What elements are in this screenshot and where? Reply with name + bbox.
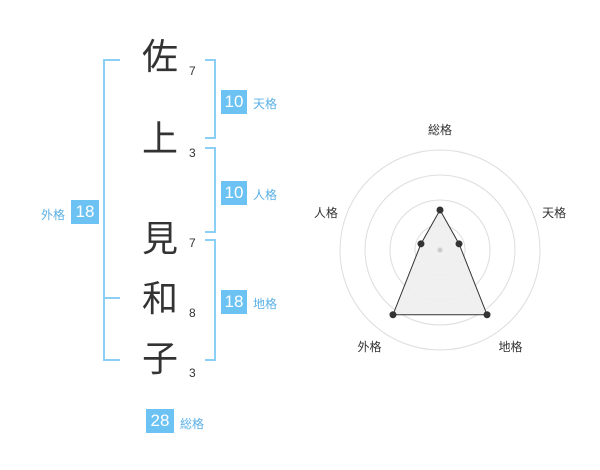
radar-point-5: [417, 240, 425, 248]
jinkaku-badge: 10: [221, 181, 247, 205]
radar-polygon: [392, 208, 488, 316]
stroke-count-4: 8: [189, 306, 196, 320]
soukaku-label: 総格: [180, 417, 205, 431]
chikaku-badge: 18: [221, 290, 247, 314]
kanji-3: 見: [141, 219, 178, 260]
kanji-1: 佐: [141, 37, 178, 78]
stroke-count-1: 7: [189, 64, 196, 78]
gaikaku-label: 外格: [41, 208, 66, 222]
radar-center: [437, 247, 443, 253]
radar-ring-4: [339, 149, 541, 351]
stroke-count-2: 3: [189, 146, 196, 160]
kanji-5: 子: [141, 339, 178, 380]
radar-axis-label-2: 天格: [542, 205, 566, 220]
radar-point-2: [455, 240, 463, 248]
gaikaku-badge: 18: [71, 200, 99, 224]
chikaku-label: 地格: [253, 297, 278, 311]
bracket-chikaku: [205, 239, 216, 361]
radar-point-1: [436, 206, 444, 214]
radar-axis-label-5: 人格: [314, 205, 338, 220]
stroke-count-3: 7: [189, 236, 196, 250]
bracket-gaikaku: [103, 59, 120, 361]
radar-point-4: [389, 311, 397, 319]
bracket-tenkaku: [205, 59, 216, 139]
jinkaku-label: 人格: [253, 188, 278, 202]
tenkaku-badge: 10: [221, 90, 247, 114]
bracket-jinkaku: [205, 147, 216, 233]
tenkaku-label: 天格: [253, 97, 278, 111]
stroke-count-5: 3: [189, 366, 196, 380]
radar-axis-label-4: 外格: [357, 339, 381, 354]
radar-point-3: [483, 311, 491, 319]
soukaku-badge: 28: [146, 409, 174, 433]
radar-axis-label-1: 総格: [428, 122, 452, 137]
radar-ring-3: [364, 174, 516, 326]
kanji-4: 和: [141, 279, 178, 320]
kanji-2: 上: [141, 119, 178, 160]
radar-axis-label-3: 地格: [499, 339, 523, 354]
